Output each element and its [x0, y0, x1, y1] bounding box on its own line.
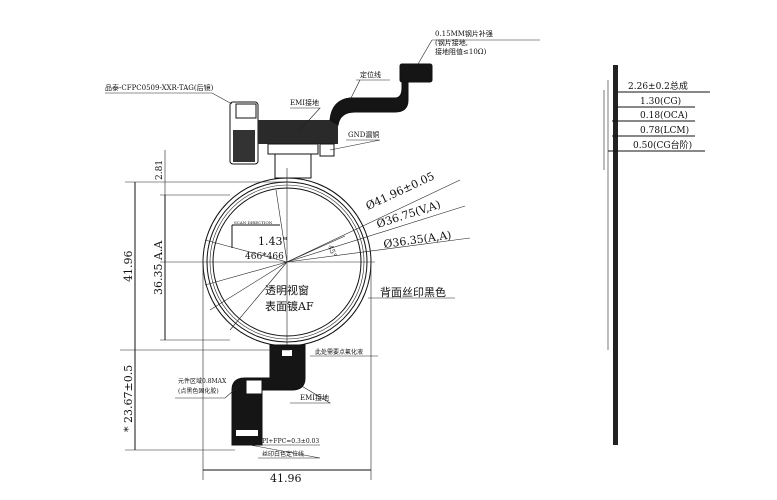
- dim-tail: * 23.67±0.5: [122, 365, 135, 432]
- gnd-copper: GND漏铜: [348, 130, 379, 139]
- component-area-1: 元件区域0.8MAX: [178, 377, 227, 385]
- resolution: 466*466: [245, 252, 284, 262]
- stack-total: 2.26±0.2总成: [628, 80, 688, 92]
- pi-fpc: PI+FPC=0.3±0.03: [262, 438, 319, 445]
- stiffener-note-1: 0.15MM钢片补强: [435, 29, 493, 38]
- window-text: 透明视窗: [265, 283, 309, 297]
- part-number: 品泰-CFPC0509-XXR-TAG(后镜): [105, 83, 214, 92]
- dim-width: 41.96: [270, 472, 302, 485]
- af-coating: 表面镀AF: [265, 299, 314, 313]
- fluoride-note: 此处需要点氟化液: [315, 348, 363, 356]
- angle-label: 45°: [326, 244, 338, 258]
- tail-hatch: [233, 130, 255, 162]
- positioning-line-label: 定位线: [360, 70, 381, 79]
- stack-layer-oca: 0.18(OCA): [640, 110, 688, 121]
- scan-direction: SCAN DIRECTION: [234, 220, 273, 225]
- stiffener-note-3: 接地阻值≤10Ω): [435, 47, 487, 56]
- dim-aa: 36.35 A.A: [152, 240, 165, 295]
- emi-ground-top: EMI接地: [290, 98, 319, 107]
- dim-top: 2.81: [155, 160, 165, 180]
- top-fpc: [229, 63, 433, 179]
- stack-layer-lcm: 0.78(LCM): [640, 125, 689, 136]
- bottom-fpc: [231, 344, 306, 446]
- emi-ground-bottom: EMI接地: [300, 393, 329, 402]
- side-view: [603, 65, 710, 445]
- white-print-line: 丝印白色定位线: [262, 450, 304, 458]
- round-display: [160, 168, 471, 350]
- stiffener-note-2: (钢片接地,: [435, 38, 468, 47]
- stack-layer-cg-step: 0.50(CG台阶): [633, 139, 692, 151]
- back-print: 背面丝印黑色: [380, 285, 446, 299]
- dimension-lines: [105, 39, 540, 480]
- component-area-2: (点黑色固化胶): [178, 387, 219, 395]
- screen-size: 1.43": [258, 235, 288, 248]
- stack-layer-cg: 1.30(CG): [640, 96, 681, 107]
- dim-height: 41.96: [122, 251, 135, 283]
- dia-aa: Ø36.35(A,A): [383, 229, 453, 251]
